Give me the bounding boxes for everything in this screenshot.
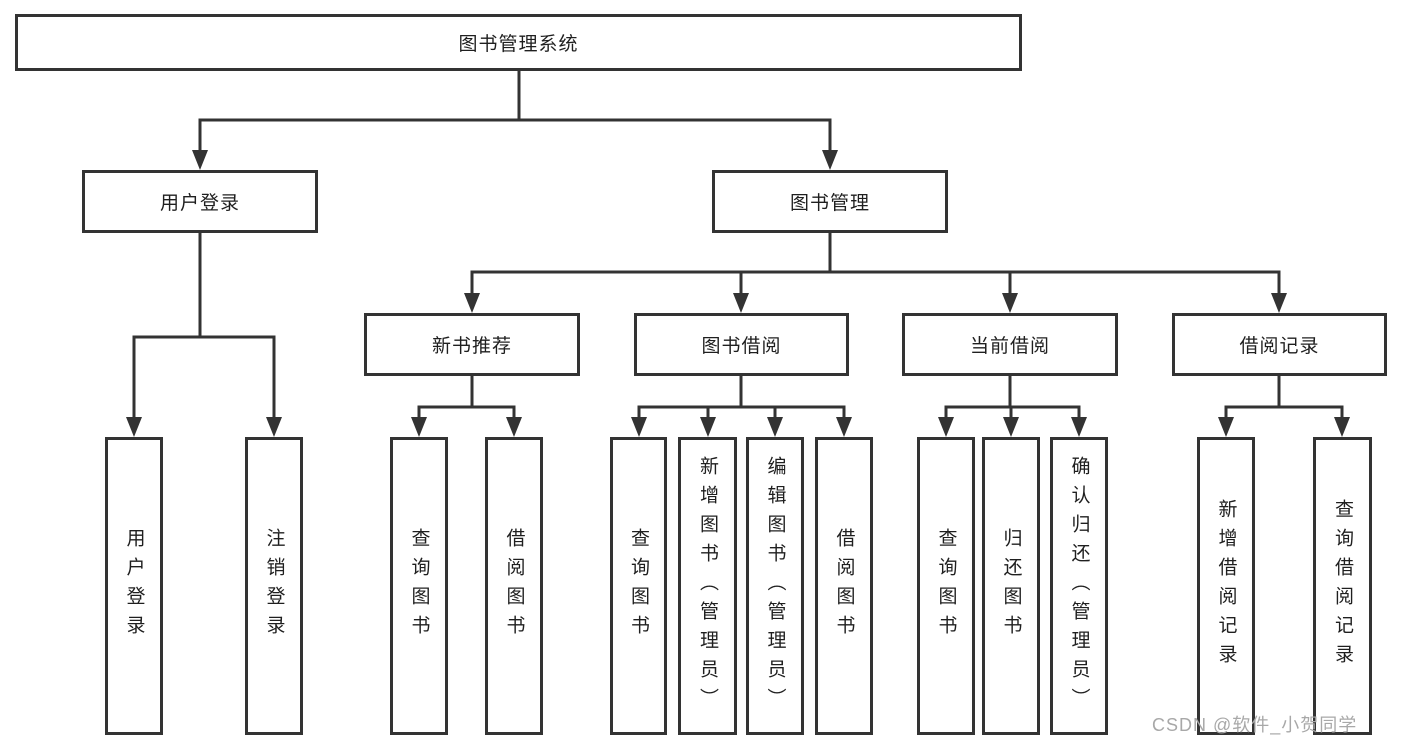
node-book-management-label: 图书管理 (789, 193, 870, 214)
leaf-query-book-borrow-label: 查询图书 (628, 528, 649, 644)
leaf-add-book-admin: 新增图书（管理员） (678, 437, 737, 735)
leaf-query-borrow-record-label: 查询借阅记录 (1332, 499, 1353, 673)
watermark: CSDN @软件_小贺同学 (1152, 715, 1358, 735)
node-new-book-recommend-label: 新书推荐 (431, 336, 512, 357)
leaf-borrow-book-recommend: 借阅图书 (485, 437, 543, 735)
leaf-query-borrow-record: 查询借阅记录 (1313, 437, 1372, 735)
leaf-logout-label: 注销登录 (263, 528, 285, 644)
leaf-edit-book-admin: 编辑图书（管理员） (746, 437, 804, 735)
node-current-borrow-label: 当前借阅 (969, 336, 1050, 357)
leaf-add-borrow-record: 新增借阅记录 (1197, 437, 1255, 735)
leaf-user-login: 用户登录 (105, 437, 163, 735)
leaf-query-book-current-label: 查询图书 (935, 528, 957, 644)
leaf-return-book-label: 归还图书 (1000, 528, 1022, 644)
leaf-query-book-recommend: 查询图书 (390, 437, 448, 735)
node-root: 图书管理系统 (15, 14, 1022, 71)
leaf-edit-book-admin-label: 编辑图书（管理员） (764, 455, 786, 717)
node-borrow-record-label: 借阅记录 (1239, 336, 1320, 357)
node-book-borrow: 图书借阅 (634, 313, 849, 376)
leaf-query-book-borrow: 查询图书 (610, 437, 667, 735)
leaf-borrow-book: 借阅图书 (815, 437, 873, 735)
leaf-query-book-current: 查询图书 (917, 437, 975, 735)
leaf-add-book-admin-label: 新增图书（管理员） (697, 455, 718, 717)
node-borrow-record: 借阅记录 (1172, 313, 1387, 376)
leaf-return-book: 归还图书 (982, 437, 1040, 735)
node-current-borrow: 当前借阅 (902, 313, 1118, 376)
node-user-login-label: 用户登录 (159, 193, 240, 214)
leaf-add-borrow-record-label: 新增借阅记录 (1215, 499, 1237, 673)
node-book-borrow-label: 图书借阅 (701, 336, 782, 357)
node-book-management: 图书管理 (712, 170, 948, 233)
leaf-borrow-book-label: 借阅图书 (833, 528, 855, 644)
node-root-label: 图书管理系统 (458, 34, 579, 55)
leaf-query-book-recommend-label: 查询图书 (408, 528, 430, 644)
leaf-borrow-book-recommend-label: 借阅图书 (503, 528, 525, 644)
leaf-logout: 注销登录 (245, 437, 303, 735)
leaf-confirm-return-admin-label: 确认归还（管理员） (1068, 455, 1090, 717)
leaf-confirm-return-admin: 确认归还（管理员） (1050, 437, 1108, 735)
node-user-login: 用户登录 (82, 170, 318, 233)
node-new-book-recommend: 新书推荐 (364, 313, 580, 376)
leaf-user-login-label: 用户登录 (123, 528, 145, 644)
